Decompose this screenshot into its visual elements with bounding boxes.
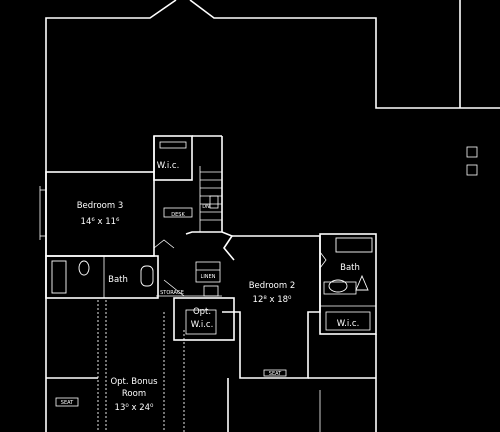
bedroom-2-name: Bedroom 2 [249,281,296,291]
bonus-size: 13⁰ x 24⁰ [115,403,154,413]
hall-linen [185,231,235,297]
bath-left [45,255,222,299]
dn-label: DN [202,204,210,210]
bonus-room [46,300,377,432]
bedroom-3 [39,136,193,257]
bonus-name-1: Opt. Bonus [110,377,158,387]
seat-b2-label: SEAT [269,371,282,377]
bedroom-2-size: 12⁸ x 18⁰ [253,295,292,305]
bedroom-3-size: 14⁶ x 11⁶ [81,217,120,227]
opt-label: Opt. [193,307,211,317]
storage-label: STORAGE [160,290,184,296]
seat-bonus-label: SEAT [61,400,74,406]
bath-left-label: Bath [108,275,128,285]
wic-top-label: W.i.c. [157,161,180,171]
bedroom-2 [222,235,327,379]
wic-right-label: W.i.c. [337,319,360,329]
roof-outline [45,0,500,432]
opt-wic [173,297,235,341]
bedroom-3-name: Bedroom 3 [77,201,124,211]
bath-right-label: Bath [340,263,360,273]
wic-top-area [153,135,223,232]
desk-label: DESK [171,212,185,218]
bath-right [319,233,377,335]
linen-label: LINEN [201,274,216,280]
wic-mid-label: W.i.c. [191,320,214,330]
bonus-name-2: Room [122,389,146,399]
